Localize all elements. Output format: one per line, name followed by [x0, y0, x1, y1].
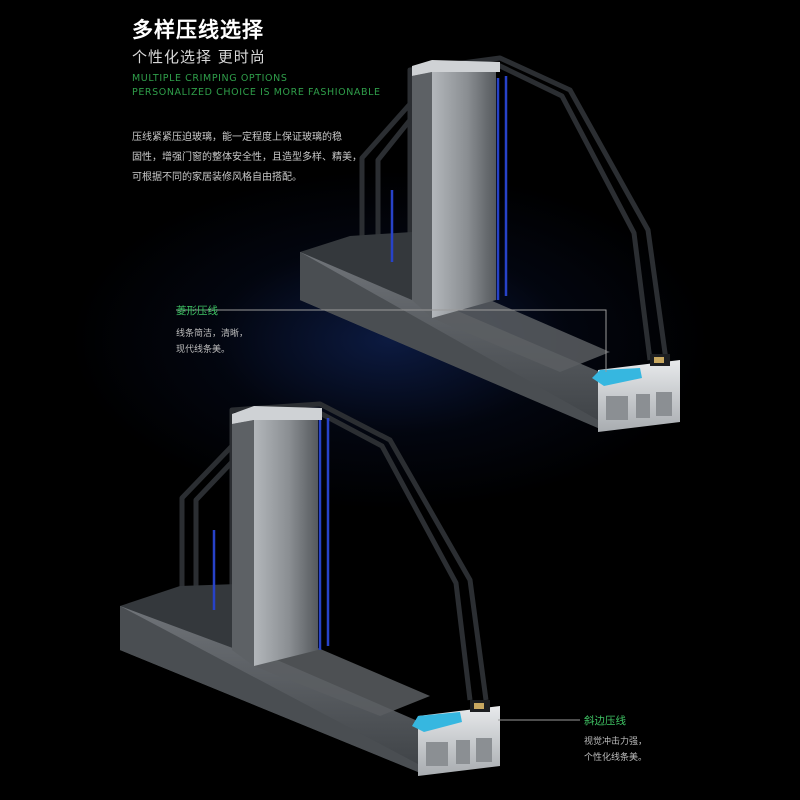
callout-line: 现代线条美。 [176, 345, 231, 355]
callout-line: 个性化线条美。 [584, 753, 648, 763]
page-subtitle: 个性化选择 更时尚 [132, 48, 266, 66]
callout-text-bevel: 视觉冲击力强， 个性化线条美。 [584, 734, 647, 766]
description-line: 压线紧紧压迫玻璃，能一定程度上保证玻璃的稳 [132, 132, 342, 143]
page-title: 多样压线选择 [132, 18, 264, 42]
profile-diamond-bead [300, 55, 680, 432]
callout-text-diamond: 线条简洁，清晰， 现代线条美。 [176, 326, 248, 358]
description-line: 固性，增强门窗的整体安全性，且造型多样、精美， [132, 152, 362, 163]
callout-title-bevel: 斜边压线 [584, 715, 626, 727]
description-line: 可根据不同的家居装修风格自由搭配。 [132, 172, 302, 183]
english-tagline-2: PERSONALIZED CHOICE IS MORE FASHIONABLE [132, 87, 381, 98]
callout-line: 线条简洁，清晰， [176, 329, 249, 339]
callout-line: 视觉冲击力强， [584, 737, 648, 747]
profile-bevel-bead [120, 401, 500, 776]
callout-title-diamond: 菱形压线 [176, 305, 218, 317]
callout-leader-lines [176, 309, 607, 721]
description-paragraph: 压线紧紧压迫玻璃，能一定程度上保证玻璃的稳 固性，增强门窗的整体安全性，且造型多… [132, 128, 362, 188]
english-tagline-1: MULTIPLE CRIMPING OPTIONS [132, 73, 288, 84]
